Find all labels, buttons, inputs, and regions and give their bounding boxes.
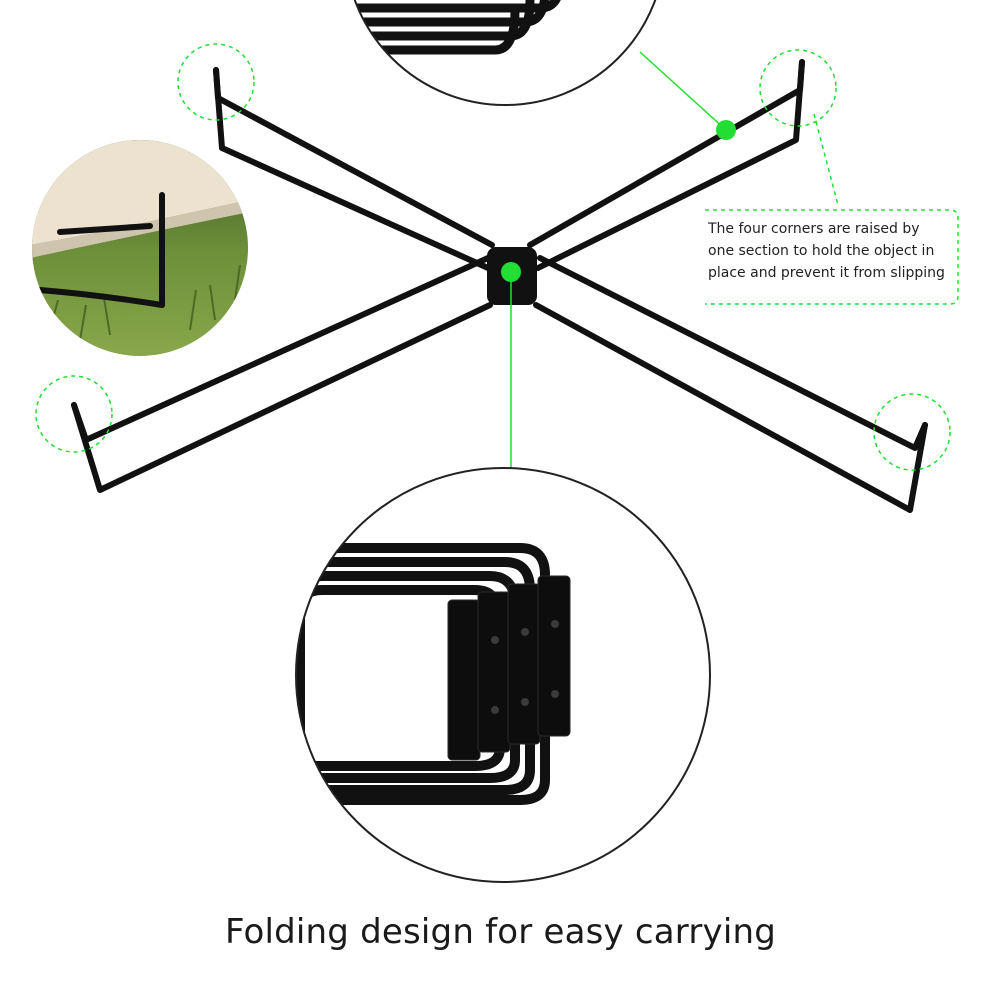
arm-highlight-dot	[716, 120, 736, 140]
folding-stand-frame	[71, 59, 928, 513]
folded-stand-zoom-circle	[295, 467, 711, 883]
corner-callout-text: The four corners are raised by one secti…	[708, 218, 958, 284]
callout-line: The four corners are raised by	[708, 221, 920, 237]
top-zoom-circle	[345, 0, 665, 106]
callout-line: one section to hold the object in	[708, 243, 935, 259]
caption: Folding design for easy carrying	[224, 912, 777, 952]
corner-highlight-circles	[35, 43, 951, 471]
grass-inset-photo	[32, 140, 248, 356]
hub-highlight-dot	[501, 262, 521, 282]
callout-line: place and prevent it from slipping	[708, 265, 945, 281]
callout-leader-lines	[510, 51, 959, 470]
